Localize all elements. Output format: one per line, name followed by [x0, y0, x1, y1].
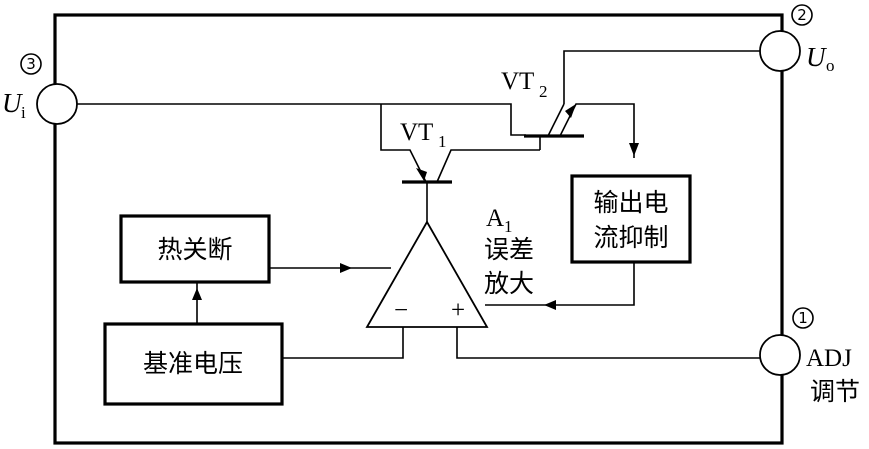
current-limit-label-line1: 输出电	[593, 188, 668, 217]
error-amplifier-label-line2: 放大	[484, 269, 534, 298]
adjust-pin[interactable]: 1 ADJ 调节	[759, 307, 860, 406]
input-pin-symbol: U	[2, 88, 23, 118]
vt2-transistor: VT 2	[501, 50, 760, 158]
vt1-collector-wire	[380, 104, 427, 183]
vt1-emitter-arrow	[416, 168, 427, 181]
adjust-pin-name: ADJ	[806, 345, 852, 372]
error-amplifier-name: A	[486, 205, 504, 232]
output-rail-wire	[563, 50, 760, 104]
vt2-emitter-arrow	[565, 104, 576, 118]
vt1-transistor: VT 1	[400, 119, 540, 222]
reference-voltage-box	[103, 322, 284, 406]
current-limit-feedback-wire	[485, 262, 635, 306]
error-amplifier-label-line1: 误差	[484, 235, 534, 264]
reference-voltage-block: 基准电压	[103, 322, 284, 406]
current-limit-box	[570, 174, 692, 264]
current-limit-block: 输出电 流抑制	[570, 174, 692, 264]
current-limit-label-line2: 流抑制	[593, 223, 668, 252]
current-limit-in-arrow	[629, 143, 639, 156]
vt2-emitter-lead	[559, 103, 635, 158]
chip-outline	[53, 13, 784, 445]
output-pin-number-ring	[791, 4, 813, 26]
current-limit-feedback-arrow	[544, 300, 556, 310]
vt2-name: VT	[501, 68, 534, 95]
input-pin[interactable]: 3 U i	[2, 53, 78, 125]
output-pin-terminal[interactable]	[759, 30, 801, 72]
thermal-to-amp-arrow	[340, 263, 352, 273]
error-amplifier-triangle	[365, 220, 489, 328]
input-pin-subscript: i	[21, 103, 26, 122]
error-amplifier-subscript: 1	[504, 217, 513, 236]
reference-to-minus-wire	[282, 327, 404, 359]
error-amplifier-plus: +	[451, 297, 465, 324]
adjust-to-plus-wire	[456, 327, 760, 359]
vt2-subscript: 2	[539, 82, 548, 101]
adjust-pin-number: 1	[798, 309, 808, 327]
thermal-shutdown-block: 热关断	[119, 214, 271, 284]
adjust-pin-terminal[interactable]	[759, 334, 801, 376]
vt1-name: VT	[400, 119, 433, 146]
output-pin-subscript: o	[826, 56, 835, 75]
input-pin-number: 3	[26, 55, 36, 73]
error-amplifier-minus: −	[394, 297, 408, 324]
vt2-collector-lead	[547, 103, 565, 137]
output-pin-symbol: U	[806, 42, 827, 72]
error-amplifier: − + A 1 误差 放大	[365, 205, 534, 328]
thermal-shutdown-label: 热关断	[157, 235, 232, 264]
vt1-emitter-lead	[436, 149, 540, 183]
reference-voltage-label: 基准电压	[143, 349, 243, 378]
adjust-pin-caption: 调节	[810, 377, 860, 406]
vt1-subscript: 1	[438, 132, 447, 151]
output-pin-number: 2	[797, 6, 807, 24]
adjust-pin-number-ring	[792, 307, 814, 329]
input-pin-number-ring	[20, 53, 42, 75]
thermal-shutdown-box	[119, 214, 271, 284]
reference-to-thermal-arrow	[192, 288, 202, 300]
input-rail-wire	[77, 103, 526, 136]
input-pin-terminal[interactable]	[36, 83, 78, 125]
